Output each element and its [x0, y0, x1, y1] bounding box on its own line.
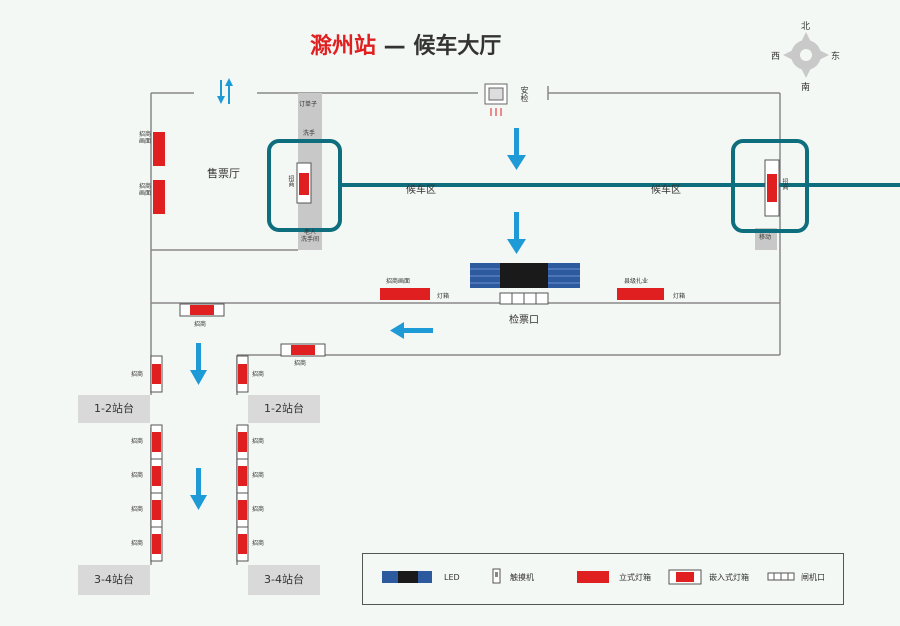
platform-right-lower: 3-4站台	[248, 565, 320, 595]
left-col-label-2: 招商	[131, 438, 144, 445]
highlight-frame-left	[267, 139, 342, 232]
strip-label-3: 老人 洗手间	[301, 229, 320, 243]
ticket-hall-label: 售票厅	[207, 167, 240, 180]
tl-ad-label-2: 招商 画面	[138, 183, 151, 197]
legend-standing-label: 立式灯箱	[619, 573, 651, 582]
right-col-label-5: 招商	[252, 540, 265, 547]
strip-label-1: 订单子	[299, 101, 318, 108]
compass-south: 南	[801, 83, 811, 93]
left-col-label-3: 招商	[131, 472, 144, 479]
hall-box-left-label: 招商	[287, 175, 294, 187]
waiting-hall-right-label: 候车区	[651, 185, 681, 196]
mid-tag-left: 灯箱	[437, 293, 450, 300]
platform-left-upper: 1-2站台	[78, 395, 150, 423]
flow-arrows	[190, 78, 526, 510]
legend-touch-label: 触摸机	[510, 573, 534, 582]
compass-icon	[783, 32, 829, 78]
compass-north: 北	[801, 22, 811, 32]
right-col-label-4: 招商	[252, 506, 265, 513]
compass-east: 东	[831, 52, 841, 62]
legend-led-label: LED	[444, 573, 460, 582]
tl-ad-label-1: 招商 画面	[138, 131, 151, 145]
legend	[362, 553, 844, 605]
left-col-label-5: 招商	[131, 540, 144, 547]
touch-machine-icon	[484, 83, 508, 116]
waiting-hall-left-label: 候车区	[406, 185, 436, 196]
platform-right-upper: 1-2站台	[248, 395, 320, 423]
service-block-right	[755, 228, 777, 250]
led-screen	[470, 263, 580, 288]
legend-symbols	[382, 568, 795, 585]
platform-left-lower: 3-4站台	[78, 565, 150, 595]
compass-west: 西	[771, 52, 781, 62]
right-col-label-3: 招商	[252, 472, 265, 479]
left-col-label-1: 招商	[131, 371, 144, 378]
ticket-gate-label: 检票口	[509, 315, 539, 326]
page-title: 滁州站 — 候车大厅	[310, 28, 501, 60]
mid-ad-right-label: 县级扎业	[624, 278, 649, 285]
corridor-mid-label: 招商	[294, 360, 307, 367]
title-station: 滁州站	[310, 34, 377, 59]
title-hall: 候车大厅	[413, 34, 502, 59]
embedded-lightboxes	[150, 159, 780, 562]
right-col-label-2: 招商	[252, 438, 265, 445]
strip-label-2: 洗手	[303, 130, 316, 137]
legend-embedded-label: 嵌入式灯箱	[709, 573, 749, 582]
legend-gate-label: 闸机口	[801, 573, 825, 582]
corridor-top-label: 招商	[194, 321, 207, 328]
hall-box-right-label: 招商	[781, 178, 788, 190]
left-col-label-4: 招商	[131, 506, 144, 513]
mid-tag-right: 灯箱	[673, 293, 686, 300]
security-label: 安检	[520, 86, 529, 102]
title-dash: —	[376, 34, 414, 59]
ticket-gates	[499, 292, 549, 305]
standing-lightboxes	[153, 132, 664, 300]
highlight-frame-right	[731, 139, 809, 233]
strip-label-4: 移动	[759, 234, 772, 241]
mid-ad-left-label: 招商画面	[386, 278, 411, 285]
right-col-label-1: 招商	[252, 371, 265, 378]
